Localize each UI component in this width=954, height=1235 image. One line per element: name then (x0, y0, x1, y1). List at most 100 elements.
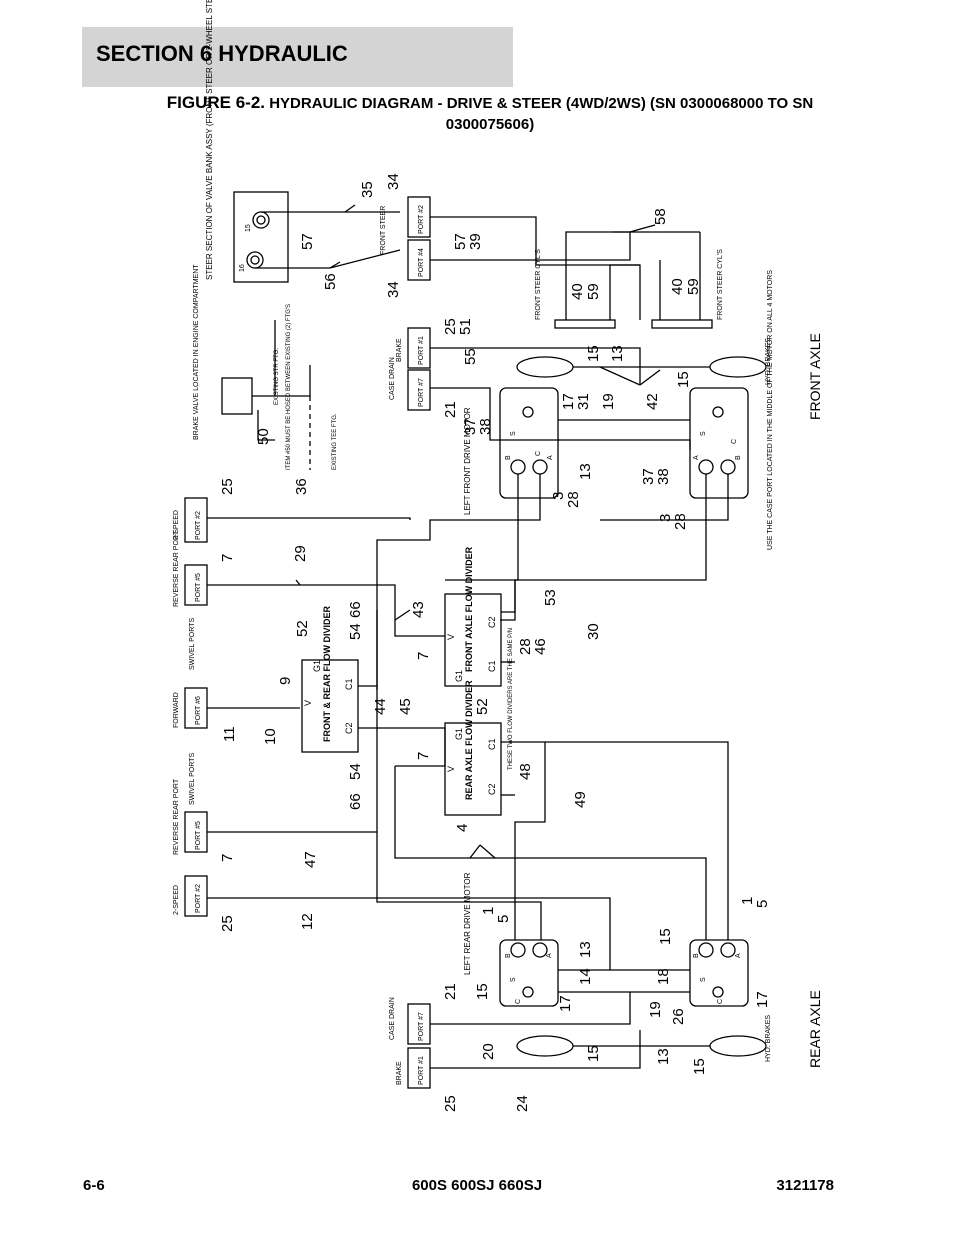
callout: 49 (572, 791, 589, 808)
front-axle-flow-divider (444, 593, 502, 687)
hyd-brakes-front-label: HYD. BRAKES (765, 338, 772, 385)
callout: 17 (560, 393, 577, 410)
lr-s: S (510, 977, 517, 982)
callout: 46 (532, 638, 549, 655)
callout: 42 (644, 393, 661, 410)
callout: 45 (397, 698, 414, 715)
callout: 24 (514, 1095, 531, 1112)
callout: 26 (670, 1008, 687, 1025)
fr-c2: C2 (344, 722, 354, 734)
callout: 52 (294, 620, 311, 637)
callout: 15 (474, 983, 491, 1000)
figure-title: FIGURE 6-2. HYDRAULIC DIAGRAM - DRIVE & … (140, 92, 840, 135)
front-steer-label: FRONT STEER (380, 206, 387, 255)
callout: 3 (657, 514, 674, 522)
callout: 55 (462, 348, 479, 365)
callout: 57 (452, 233, 469, 250)
front-rear-divider-label: FRONT & REAR FLOW DIVIDER (322, 606, 332, 742)
callout: 1 (739, 897, 756, 905)
callout: 13 (609, 345, 626, 362)
callout: 15 (691, 1058, 708, 1075)
left-rear-drive-motor (499, 939, 559, 1007)
callout: 54 (347, 763, 364, 780)
case-rear-label: CASE DRAIN (389, 997, 396, 1040)
callout: 7 (219, 854, 236, 862)
fa-g1: G1 (454, 670, 464, 682)
port5-bottom-label: PORT #5 (195, 821, 202, 850)
rr-b: B (693, 953, 700, 958)
steer-valve-bank (233, 191, 289, 283)
callout: 18 (655, 968, 672, 985)
lr-b: B (505, 953, 512, 958)
callout: 5 (495, 915, 512, 923)
hydraulic-lines (184, 191, 767, 1089)
brake-valve-label: BRAKE VALVE LOCATED IN ENGINE COMPARTMEN… (193, 264, 200, 440)
front-steer-cyl-right (651, 319, 713, 329)
section-header-bar: SECTION 6 HYDRAULIC (82, 27, 513, 87)
callout: 17 (754, 991, 771, 1008)
callout: 15 (585, 1045, 602, 1062)
fr-v: V (303, 700, 313, 706)
callout: 28 (565, 491, 582, 508)
rr-s: S (700, 977, 707, 982)
front-steer-cyl-left (554, 319, 616, 329)
callout: 15 (585, 345, 602, 362)
page-number: 6-6 (83, 1177, 105, 1194)
same-pn-note: THESE TWO FLOW DIVIDERS ARE THE SAME P/N (508, 628, 514, 770)
steer-port4-label: PORT #4 (418, 248, 425, 277)
callout: 57 (299, 233, 316, 250)
ra-c1: C1 (487, 738, 497, 750)
front-case-drain-port-box (407, 369, 431, 411)
steer-valve-bank-label: STEER SECTION OF VALVE BANK ASSY (FRONT … (205, 0, 214, 280)
lf-b: B (505, 455, 512, 460)
callout: 12 (299, 913, 316, 930)
models-label: 600S 600SJ 660SJ (411, 1177, 543, 1194)
callout: 56 (322, 273, 339, 290)
callout: 15 (675, 371, 692, 388)
callout: 7 (415, 652, 432, 660)
callout: 66 (347, 601, 364, 618)
callout: 34 (385, 173, 402, 190)
callout: 40 (669, 278, 686, 295)
callout: 28 (672, 513, 689, 530)
callout: 3 (550, 492, 567, 500)
port5-top-label: PORT #5 (195, 573, 202, 602)
callout: 1 (480, 907, 497, 915)
forward-label: FORWARD (173, 692, 180, 728)
rr-a: A (735, 953, 742, 958)
callout: 59 (685, 278, 702, 295)
callout: 7 (415, 752, 432, 760)
port7-front-label: PORT #7 (418, 378, 425, 407)
existing-tee-ftg-label: EXISTING TEE FTG. (332, 413, 338, 470)
lr-a: A (546, 953, 553, 958)
lf-c: C (535, 451, 542, 456)
brake-front-label: BRAKE (396, 338, 403, 362)
swivel-top-label: SWIVEL PORTS (189, 618, 196, 670)
left-rear-motor-label: LEFT REAR DRIVE MOTOR (463, 872, 472, 975)
callout: 47 (302, 851, 319, 868)
callout: 34 (385, 281, 402, 298)
callout: 28 (517, 638, 534, 655)
case-port-note: USE THE CASE PORT LOCATED IN THE MIDDLE … (767, 270, 774, 550)
callout: 7 (219, 554, 236, 562)
steer-port15-label: 15 (245, 224, 252, 232)
callout: 50 (255, 428, 272, 445)
callout: 52 (474, 698, 491, 715)
rear-right-hyd-brake (709, 1035, 767, 1057)
left-front-motor-label: LEFT FRONT DRIVE MOTOR (463, 407, 472, 515)
port1-front-label: PORT #1 (418, 336, 425, 365)
rear-axle-divider-label: REAR AXLE FLOW DIVIDER (464, 680, 474, 800)
callout: 29 (292, 545, 309, 562)
callout: 5 (754, 900, 771, 908)
callout: 15 (657, 928, 674, 945)
right-front-drive-motor (689, 387, 749, 499)
hyd-brakes-rear-label: HYD. BRAKES (765, 1015, 772, 1062)
callout-numbers: 35 34 57 56 57 39 34 58 40 59 40 59 25 5… (219, 173, 771, 1112)
rear-axle-label: REAR AXLE (807, 990, 823, 1068)
callout: 31 (575, 393, 592, 410)
callout: 10 (262, 728, 279, 745)
port1-rear-label: PORT #1 (418, 1056, 425, 1085)
ra-v: V (446, 766, 456, 772)
section-title: SECTION 6 HYDRAULIC (96, 41, 348, 66)
